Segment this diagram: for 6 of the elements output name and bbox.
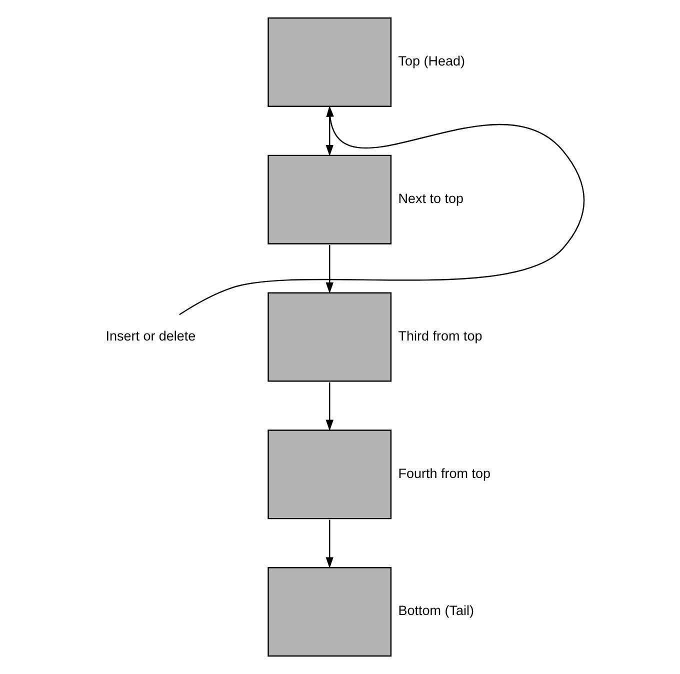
node-text: Insert or delete [106,328,196,344]
node-label: Top (Head) [398,54,466,69]
node-label: Next to top [398,191,464,206]
node-label: Fourth from top [398,466,490,481]
node-label: Bottom (Tail) [398,603,474,618]
node-label: Third from top [398,328,482,344]
